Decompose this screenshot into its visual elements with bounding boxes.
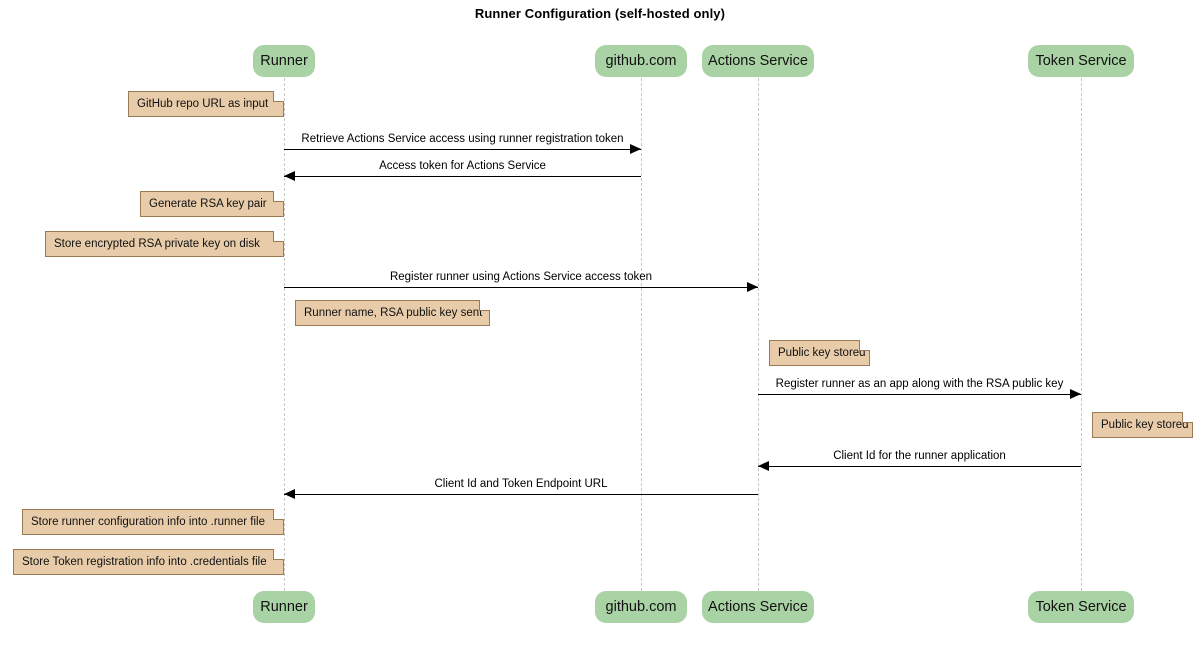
note-text: Public key stored [778,347,866,359]
participant-token-top[interactable]: Token Service [1028,45,1134,77]
note-text: GitHub repo URL as input [137,98,269,110]
note-text: Store Token registration info into .cred… [22,556,267,568]
note: Store encrypted RSA private key on disk [45,231,284,257]
message-label: Register runner as an app along with the… [775,378,1064,390]
note: Public key stored [769,340,870,366]
participant-github-bottom[interactable]: github.com [595,591,687,623]
message-label: Client Id for the runner application [833,450,1006,462]
note-fold-corner-icon [273,549,284,560]
message-arrowhead [1070,389,1081,399]
page-title: Runner Configuration (self-hosted only) [474,6,726,21]
message-line [284,149,641,150]
participant-runner-bottom[interactable]: Runner [253,591,315,623]
note-fold-corner-icon [479,300,490,311]
message-line [284,494,758,495]
message-arrowhead [630,144,641,154]
lifeline-runner [284,78,285,591]
message-line [758,394,1081,395]
participant-github-top[interactable]: github.com [595,45,687,77]
message-arrowhead [747,282,758,292]
note-fold-corner-icon [859,340,870,351]
message-label: Retrieve Actions Service access using ru… [301,133,624,145]
note: Generate RSA key pair [140,191,284,217]
note-fold-corner-icon [273,231,284,242]
participant-token-bottom[interactable]: Token Service [1028,591,1134,623]
note-text: Generate RSA key pair [149,198,267,210]
message-arrowhead [284,171,295,181]
note-text: Store runner configuration info into .ru… [31,516,265,528]
note-text: Store encrypted RSA private key on disk [54,238,260,250]
note-text: Runner name, RSA public key sent [304,307,483,319]
note-fold-corner-icon [273,91,284,102]
message-line [284,287,758,288]
lifeline-github [641,78,642,591]
note-fold-corner-icon [273,509,284,520]
message-line [284,176,641,177]
message-arrowhead [284,489,295,499]
message-label: Client Id and Token Endpoint URL [434,478,608,490]
note-text: Public key stored [1101,419,1189,431]
participant-runner-top[interactable]: Runner [253,45,315,77]
message-line [758,466,1081,467]
participant-actions-bottom[interactable]: Actions Service [702,591,814,623]
note: Runner name, RSA public key sent [295,300,490,326]
message-label: Register runner using Actions Service ac… [389,271,653,283]
lifeline-actions [758,78,759,591]
message-arrowhead [758,461,769,471]
note-fold-corner-icon [1182,412,1193,423]
note: Store Token registration info into .cred… [13,549,284,575]
note: Public key stored [1092,412,1193,438]
participant-actions-top[interactable]: Actions Service [702,45,814,77]
lifeline-token [1081,78,1082,591]
note-fold-corner-icon [273,191,284,202]
note: Store runner configuration info into .ru… [22,509,284,535]
note: GitHub repo URL as input [128,91,284,117]
message-label: Access token for Actions Service [379,160,546,172]
